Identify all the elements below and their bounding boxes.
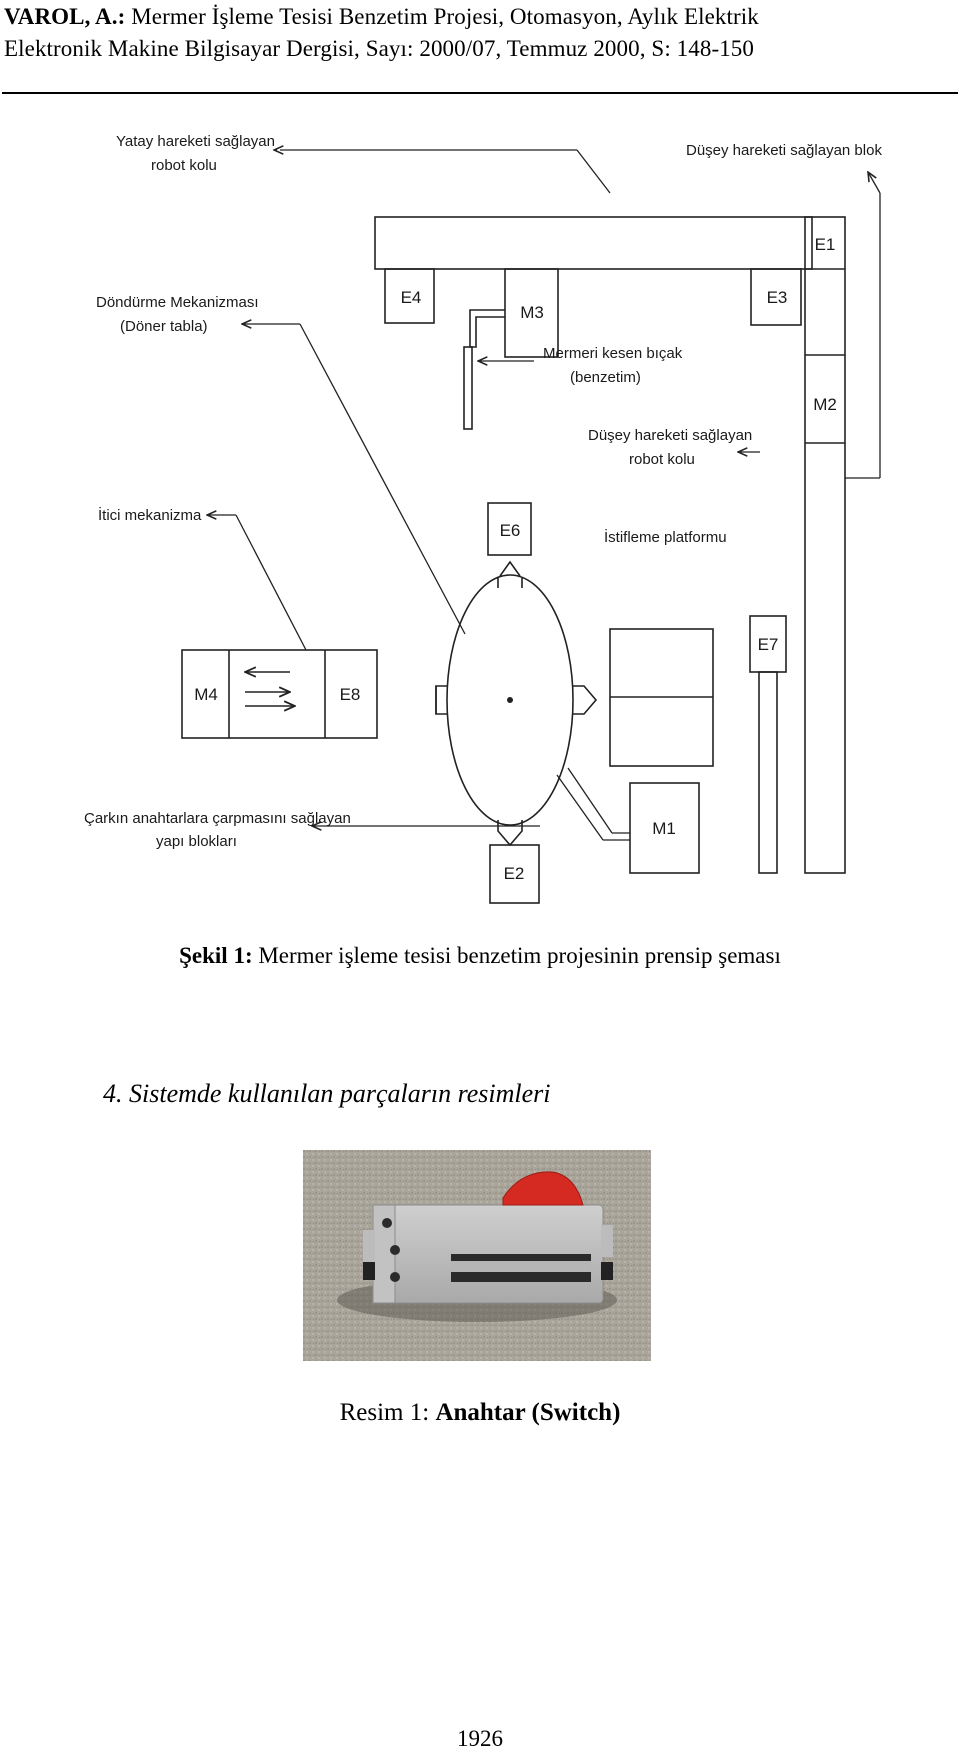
figure-caption-text: Mermer işleme tesisi benzetim projesinin… — [252, 943, 781, 968]
blade-bracket — [469, 309, 505, 348]
label-m4: M4 — [194, 685, 218, 704]
label-vertical-arm-2: robot kolu — [629, 451, 695, 468]
journal-citation: Elektronik Makine Bilgisayar Dergisi, Sa… — [4, 36, 755, 61]
label-blade-2: (benzetim) — [570, 369, 641, 386]
page-number: 1926 — [457, 1726, 503, 1751]
e4-block — [384, 268, 435, 324]
rotary-center — [507, 697, 513, 703]
figure-caption: Şekil 1: Mermer işleme tesisi benzetim p… — [0, 943, 960, 969]
e2-block — [489, 844, 540, 904]
label-e3: E3 — [767, 288, 788, 307]
label-e7: E7 — [758, 635, 779, 654]
label-blocks-1: Çarkın anahtarlara çarpmasını sağlayan — [84, 810, 351, 827]
label-m1: M1 — [652, 819, 676, 838]
e3-block — [750, 268, 802, 326]
label-e4: E4 — [401, 288, 422, 307]
m1-block — [629, 782, 700, 874]
rotary-table — [446, 574, 574, 826]
label-stacking-platform: İstifleme platformu — [604, 528, 727, 546]
label-horizontal-arm-2: robot kolu — [151, 157, 217, 174]
label-rotation-mechanism-2: (Döner tabla) — [120, 318, 208, 335]
m3-block — [504, 268, 559, 358]
switch-photo — [303, 1150, 651, 1361]
photo-caption: Resim 1: Anahtar (Switch) — [0, 1399, 960, 1427]
photo-caption-label: Resim 1: — [339, 1399, 436, 1426]
label-blade-1: Mermeri kesen bıçak — [543, 345, 683, 362]
label-e1: E1 — [815, 235, 836, 254]
header-rule — [2, 92, 958, 94]
e7-rod — [758, 671, 778, 874]
horizontal-arm-beam — [374, 216, 813, 270]
article-title: Mermer İşleme Tesisi Benzetim Projesi, O… — [125, 4, 759, 29]
pusher-unit — [181, 649, 378, 739]
label-vertical-arm-1: Düşey hareketi sağlayan — [588, 427, 752, 444]
label-rotation-mechanism-1: Döndürme Mekanizması — [96, 294, 259, 311]
schematic-diagram: E1 M2 E4 M3 E3 E6 M4 E8 E7 M1 E2 Yatay h… — [84, 133, 882, 904]
blade — [463, 346, 473, 430]
label-m3: M3 — [520, 303, 544, 322]
page-header: VAROL, A.: Mermer İşleme Tesisi Benzetim… — [4, 0, 956, 65]
e6-block — [487, 502, 532, 556]
figure-caption-label: Şekil 1: — [179, 943, 253, 968]
label-pusher: İtici mekanizma — [98, 506, 202, 524]
label-e2: E2 — [504, 864, 525, 883]
label-blocks-2: yapı blokları — [156, 833, 237, 850]
label-horizontal-arm-1: Yatay hareketi sağlayan — [116, 133, 275, 150]
header-line-1: VAROL, A.: Mermer İşleme Tesisi Benzetim… — [4, 1, 956, 33]
label-vertical-block: Düşey hareketi sağlayan blok — [686, 142, 882, 159]
vertical-column — [804, 216, 846, 874]
label-m2: M2 — [813, 395, 837, 414]
author-name: VAROL, A.: — [4, 4, 126, 29]
switch-photo-image — [303, 1150, 651, 1361]
label-e6: E6 — [500, 521, 521, 540]
photo-caption-text: Anahtar (Switch) — [435, 1399, 621, 1426]
schematic-figure: E1 M2 E4 M3 E3 E6 M4 E8 E7 M1 E2 Yatay h… — [0, 100, 960, 910]
label-e8: E8 — [340, 685, 361, 704]
section-heading: 4. Sistemde kullanılan parçaların resiml… — [103, 1079, 551, 1108]
